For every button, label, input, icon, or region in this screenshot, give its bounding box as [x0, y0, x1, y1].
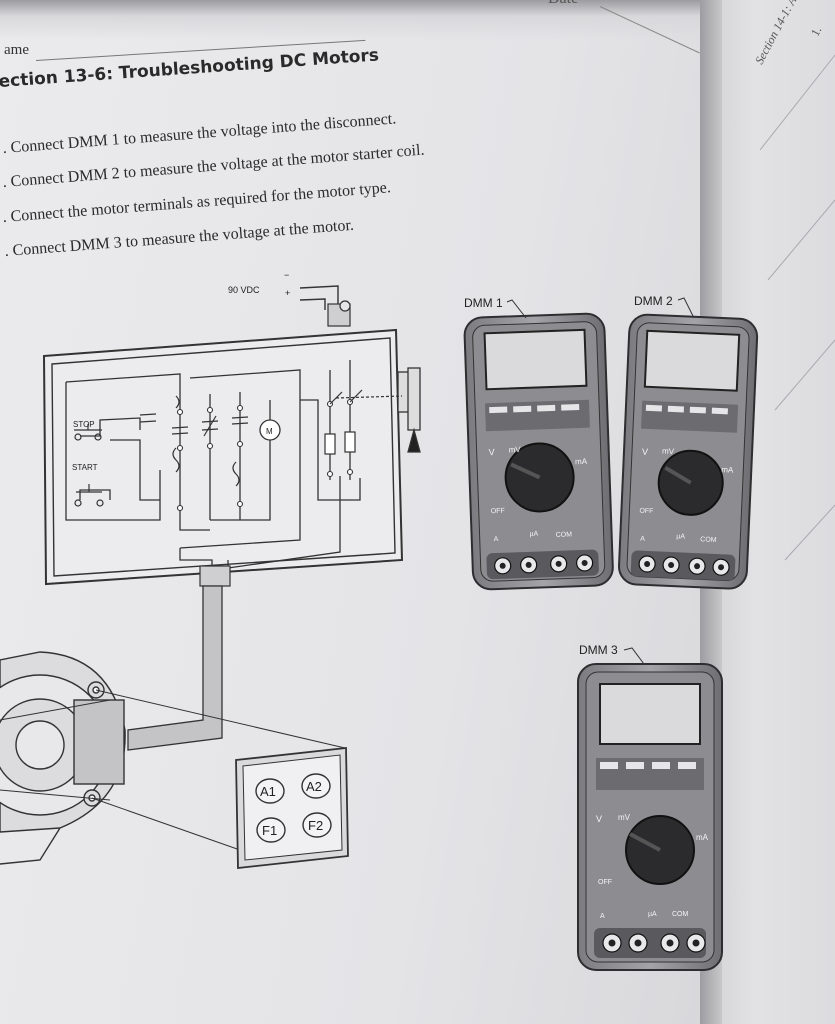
dmm-1-v-label: V [489, 447, 495, 457]
conduit [127, 585, 223, 751]
dmm-1-pointer [506, 299, 527, 319]
contact-symbols [139, 395, 249, 487]
control-circuit [65, 360, 361, 569]
dc-motor [0, 651, 126, 865]
dmm-3-off-label: OFF [598, 879, 612, 886]
dmm-2-a-label: A [640, 536, 645, 543]
dmm-2-rotary-dial [657, 449, 724, 516]
terminal-f2 [302, 812, 332, 838]
dmm-2-ua-label: µA [676, 533, 685, 540]
dmm-1-label: DMM 1 [464, 296, 503, 310]
fuse-left [324, 433, 336, 455]
dmm-1-mv-label: mV [508, 445, 521, 454]
dmm-1-ua-label: µA [529, 531, 538, 538]
page-top-shadow [0, 0, 835, 40]
start-button-symbol [74, 484, 104, 507]
terminal-f1-label: F1 [262, 823, 277, 838]
dmm-2-off-label: OFF [639, 508, 653, 516]
dmm-2-display [643, 329, 741, 392]
dmm-3-display [599, 683, 701, 745]
dmm-3-com-label: COM [672, 911, 689, 918]
dmm-3: V mV mA OFF µA COM A [577, 663, 723, 971]
disconnect-handle [397, 367, 421, 453]
dmm-2-mv-label: mV [662, 447, 675, 457]
dmm-3-ma-label: mA [696, 833, 709, 842]
enclosure [42, 328, 404, 586]
supply-wires [299, 285, 339, 310]
dmm-1-ma-label: mA [575, 457, 588, 466]
dmm-2-com-label: COM [700, 536, 717, 544]
start-label: START [72, 463, 98, 472]
terminal-f1 [256, 817, 286, 843]
stop-button-symbol [74, 424, 102, 441]
date-label: Date [548, 0, 578, 8]
terminal-dots [176, 398, 354, 512]
dmm-3-label: DMM 3 [579, 643, 618, 657]
supply-voltage-label: 90 VDC [228, 285, 260, 295]
dmm-2-ma-label: mA [721, 465, 734, 475]
dmm-2-pointer [677, 297, 695, 319]
fuse-right [344, 431, 356, 453]
dmm-3-ua-label: µA [648, 911, 657, 918]
dmm-3-a-label: A [600, 913, 605, 920]
stop-label: STOP [73, 420, 95, 429]
dmm-1-display [483, 328, 588, 391]
coil-label: M [266, 427, 273, 436]
dmm-1-a-label: A [494, 536, 499, 543]
motor-terminal-box [235, 746, 349, 870]
starter-coil [259, 419, 281, 441]
bottom-connector [199, 565, 231, 587]
dmm-3-pointer [623, 647, 645, 665]
dmm-3-mv-label: mV [618, 813, 631, 822]
name-label: ame [4, 42, 29, 58]
callout-lines [91, 689, 346, 851]
dmm-1-rotary-dial [504, 442, 575, 513]
dmm-1-off-label: OFF [491, 508, 505, 515]
dmm-1: V mV mA OFF µA COM A [463, 312, 614, 591]
terminal-a1-label: A1 [260, 784, 276, 799]
terminal-a2-label: A2 [306, 779, 322, 794]
dmm-2: V mV mA OFF µA COM A [617, 313, 759, 590]
dmm-3-v-label: V [596, 814, 602, 824]
dmm-1-com-label: COM [556, 531, 573, 539]
dmm-2-v-label: V [642, 447, 648, 457]
terminal-a2 [301, 773, 331, 799]
dmm-2-label: DMM 2 [634, 294, 673, 308]
disconnect-switch [329, 389, 403, 405]
terminal-a1 [255, 778, 285, 804]
supply-minus-label: − [284, 270, 289, 280]
facing-page-lines [759, 54, 835, 561]
terminal-f2-label: F2 [308, 818, 323, 833]
supply-plus-label: + [285, 288, 290, 298]
wire-nut [339, 300, 351, 312]
